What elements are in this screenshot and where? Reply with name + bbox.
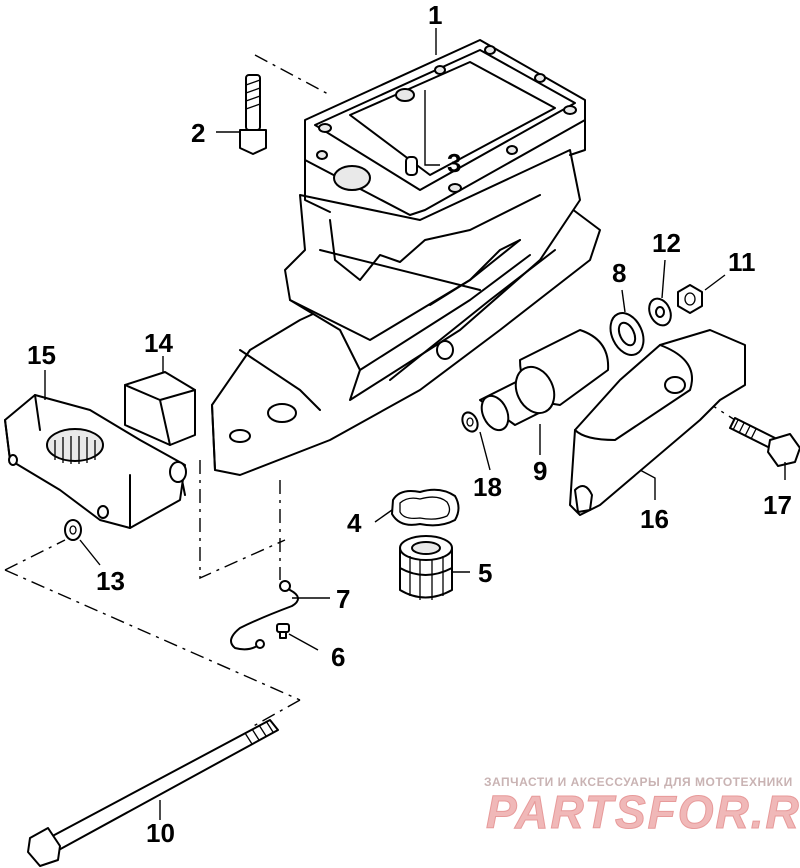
watermark-tagline: ЗАПЧАСТИ И АКСЕССУАРЫ ДЛЯ МОТОТЕХНИКИ xyxy=(484,775,793,789)
callout-7: 7 xyxy=(336,584,350,614)
callout-15: 15 xyxy=(27,340,56,370)
washer-part-12 xyxy=(648,297,672,327)
callout-16: 16 xyxy=(640,504,669,534)
callout-9: 9 xyxy=(533,456,547,486)
leader-lines xyxy=(44,28,786,820)
pad-part-14 xyxy=(124,371,196,446)
long-stud-part-10 xyxy=(27,719,279,867)
callout-18: 18 xyxy=(473,472,502,502)
clamp-bracket-part-15 xyxy=(4,394,187,529)
watermark-brand: PARTSFOR.RU xyxy=(486,786,800,838)
callout-2: 2 xyxy=(191,118,205,148)
callout-10: 10 xyxy=(146,818,175,848)
callout-4: 4 xyxy=(347,508,362,538)
callout-6: 6 xyxy=(331,642,345,672)
callout-17: 17 xyxy=(763,490,792,520)
callout-12: 12 xyxy=(652,228,681,258)
watermark: ЗАПЧАСТИ И АКСЕССУАРЫ ДЛЯ МОТОТЕХНИКИ PA… xyxy=(484,775,800,839)
gasket-part-4 xyxy=(391,488,460,527)
callout-1: 1 xyxy=(428,0,442,30)
callout-5: 5 xyxy=(478,558,492,588)
bolt-part-17 xyxy=(729,417,800,467)
washer-part-13 xyxy=(64,519,82,541)
mounting-housing-part xyxy=(211,39,601,476)
callout-labels: 1 2 3 4 5 6 7 8 9 10 11 12 13 14 15 16 1… xyxy=(27,0,792,848)
washer-part-8 xyxy=(609,312,645,356)
screw-part-6 xyxy=(276,623,290,639)
callout-13: 13 xyxy=(96,566,125,596)
nut-part-11 xyxy=(677,284,703,314)
ground-wire-part-7 xyxy=(230,580,299,651)
callout-8: 8 xyxy=(612,258,626,288)
callout-14: 14 xyxy=(144,328,173,358)
rubber-mount-part-5 xyxy=(399,535,453,600)
bolt-part-2 xyxy=(239,74,267,155)
callout-3: 3 xyxy=(447,148,461,178)
bushing-part-9 xyxy=(479,329,610,432)
washer-part-18 xyxy=(461,411,479,433)
dowel-pin-part-3 xyxy=(405,156,418,176)
callout-11: 11 xyxy=(728,247,756,277)
lower-clamp-part-16 xyxy=(569,329,746,516)
